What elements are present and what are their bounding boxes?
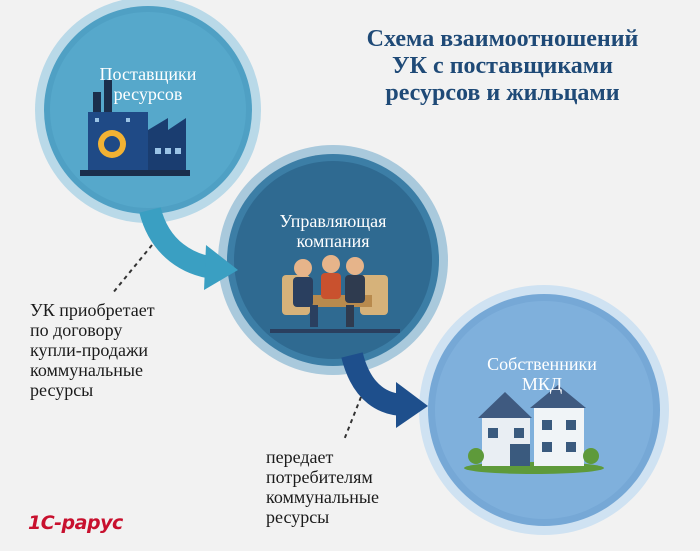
owners-label-line-2: МКД: [521, 374, 563, 394]
owners-label-line-1: Собственники: [487, 354, 597, 374]
note-purchase-line-2: по договору: [30, 320, 123, 340]
note-purchase-line-4: коммунальные: [30, 360, 143, 380]
management-label: Управляющая компания: [263, 211, 403, 251]
arrow-suppliers-to-management: [139, 206, 238, 290]
factory-icon: [80, 80, 190, 176]
management-label-line-1: Управляющая: [279, 211, 387, 231]
note-transfer-line-3: коммунальные: [266, 487, 379, 507]
house-icon: [464, 385, 604, 474]
note-purchase-line-1: УК приобретает: [30, 300, 155, 320]
note-purchase-line-3: купли-продажи: [30, 340, 149, 360]
note-purchase-line-5: ресурсы: [30, 380, 94, 400]
note-transfer-line-4: ресурсы: [266, 507, 330, 527]
title-line-3: ресурсов и жильцами: [385, 80, 620, 106]
arrow-management-to-owners: [341, 351, 428, 428]
owners-label: Собственники МКД: [467, 354, 617, 394]
suppliers-circle: [35, 0, 261, 223]
title-line-1: Схема взаимоотношений: [366, 26, 639, 52]
management-label-line-2: компания: [296, 231, 370, 251]
suppliers-label-line-1: Поставщики: [99, 64, 197, 84]
suppliers-label-line-2: ресурсов: [113, 84, 183, 104]
note-transfer-line-2: потребителям: [266, 467, 373, 487]
note-purchase: УК приобретает по договору купли-продажи…: [30, 300, 155, 400]
company-logo: 1С-рарус: [28, 512, 123, 534]
diagram-title: Схема взаимоотношений УК с поставщиками …: [330, 26, 675, 107]
note-transfer: передает потребителям коммунальные ресур…: [266, 447, 379, 527]
leader-line-1: [111, 244, 153, 295]
note-transfer-line-1: передает: [266, 447, 334, 467]
suppliers-label: Поставщики ресурсов: [93, 64, 203, 104]
leader-line-2: [343, 396, 362, 441]
meeting-people-icon: [270, 255, 400, 333]
title-line-2: УК с поставщиками: [392, 53, 613, 79]
